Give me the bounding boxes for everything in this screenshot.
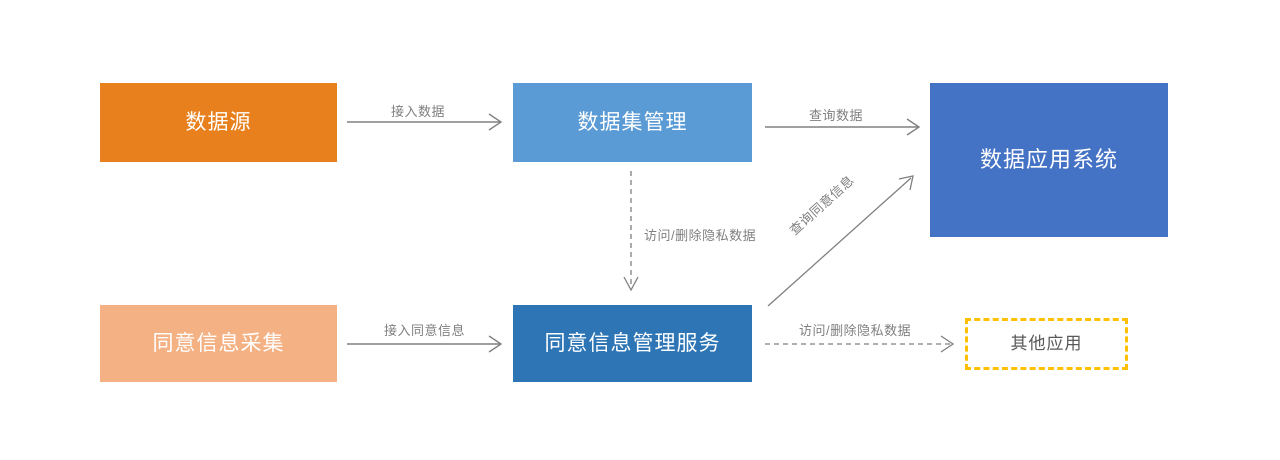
node-consent-collection[interactable]: 同意信息采集 — [100, 305, 337, 382]
node-other-application[interactable]: 其他应用 — [965, 318, 1128, 370]
node-dataset-management[interactable]: 数据集管理 — [513, 83, 752, 162]
edge-access-delete-vertical — [623, 171, 639, 292]
edge-label-ingest-consent-info: 接入同意信息 — [384, 323, 466, 338]
edge-label-access-delete-private-data-vertical: 访问/删除隐私数据 — [644, 228, 757, 243]
edge-label-query-data: 查询数据 — [809, 108, 864, 123]
node-consent-management-service[interactable]: 同意信息管理服务 — [513, 305, 752, 382]
edge-label-access-delete-private-data-horizontal: 访问/删除隐私数据 — [799, 323, 912, 338]
edge-label-query-consent-info: 查询同意信息 — [786, 172, 857, 238]
edge-label-ingest-data: 接入数据 — [391, 104, 446, 119]
node-data-application-system[interactable]: 数据应用系统 — [930, 83, 1168, 237]
node-datasource[interactable]: 数据源 — [100, 83, 337, 162]
